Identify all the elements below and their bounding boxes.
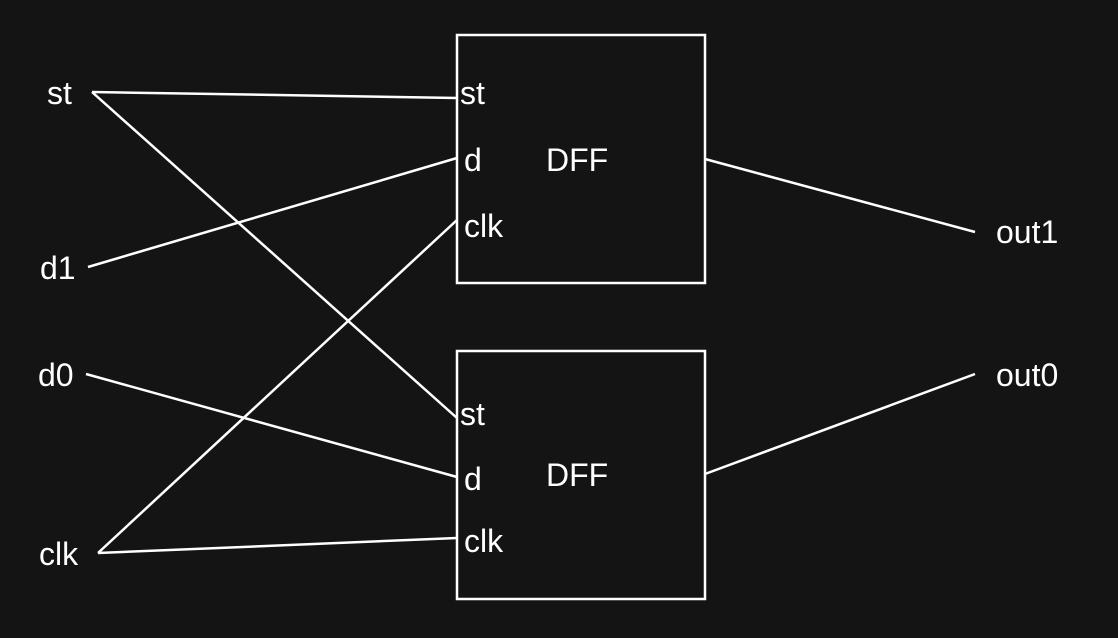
wire-st-to-top-st	[91, 90, 458, 100]
dff-bottom-title: DFF	[546, 457, 608, 493]
dff-top-box	[455, 33, 707, 285]
wire-st-to-bottom-st	[91, 91, 458, 419]
dff-top-title: DFF	[546, 142, 608, 178]
wire-clk-to-bottom-clk	[97, 536, 458, 555]
dff-bottom-pin-d: d	[464, 461, 482, 497]
dff-bottom-pin-clk: clk	[464, 523, 504, 559]
dff-top-pin-st: st	[460, 75, 485, 111]
wire-bottom-q-to-out0	[704, 372, 976, 476]
input-label-d1: d1	[40, 250, 76, 286]
input-label-st: st	[47, 75, 72, 111]
dff-block-top: DFF st d clk	[455, 33, 707, 285]
wire-d0-to-bottom-d	[85, 372, 458, 479]
wire-clk-to-top-clk	[97, 219, 458, 554]
input-label-d0: d0	[38, 357, 74, 393]
output-label-out0: out0	[996, 357, 1058, 393]
dff-top-pin-clk: clk	[464, 208, 504, 244]
dff-bottom-box	[455, 349, 707, 601]
input-label-clk: clk	[39, 536, 79, 572]
wire-d1-to-top-d	[87, 156, 458, 269]
wire-top-q-to-out1	[704, 157, 976, 234]
dff-block-bottom: DFF st d clk	[455, 349, 707, 601]
output-label-out1: out1	[996, 214, 1058, 250]
dff-top-pin-d: d	[464, 142, 482, 178]
dff-bottom-pin-st: st	[460, 396, 485, 432]
